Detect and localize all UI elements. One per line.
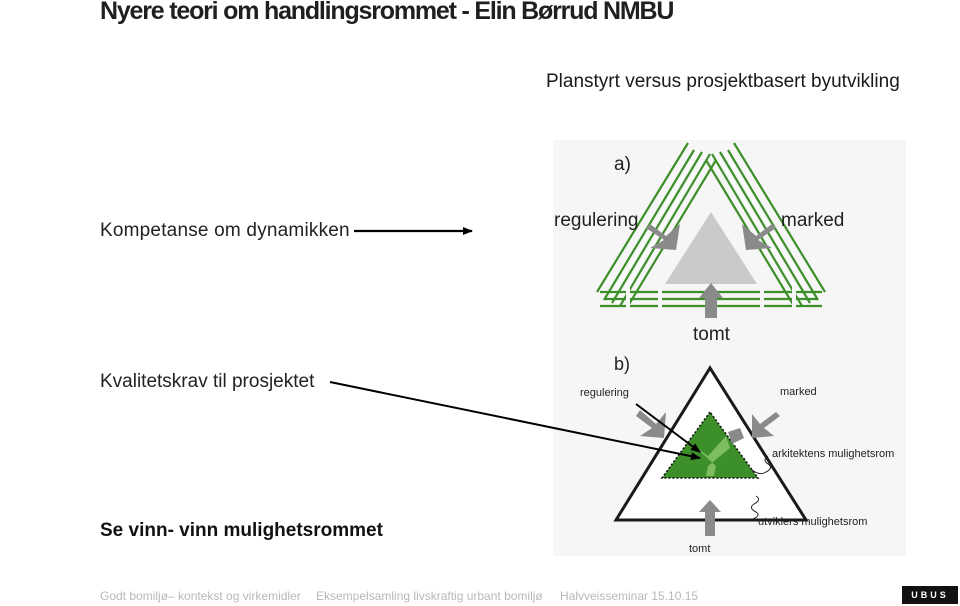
diagram-b-developer: utviklers mulighetsrom xyxy=(758,516,867,528)
diagram-a-tag: a) xyxy=(614,154,631,175)
page-subtitle: Planstyrt versus prosjektbasert byutvikl… xyxy=(546,71,900,92)
arrow-marked-a xyxy=(742,224,776,250)
arrow-marked-b xyxy=(752,412,780,438)
arrow-tomt-b xyxy=(699,500,721,536)
arrow-regulering-a xyxy=(646,224,680,250)
pointer-developer xyxy=(749,495,760,521)
green-triangle-b xyxy=(660,410,760,479)
diagram-a-tomt: tomt xyxy=(693,324,731,345)
label-dynamics: Kompetanse om dynamikken xyxy=(100,220,350,241)
center-triangle-a xyxy=(665,212,757,284)
arrow-inner-b xyxy=(728,428,744,444)
diagram-a-marked: marked xyxy=(781,210,844,231)
arrow-quality-short xyxy=(635,403,701,453)
label-quality: Kvalitetskrav til prosjektet xyxy=(100,371,315,392)
diagram-b-marked: marked xyxy=(780,386,817,398)
diagram-b-architect: arkitektens mulighetsrom xyxy=(772,448,894,460)
arrow-regulering-b xyxy=(636,410,666,438)
pointer-architect xyxy=(751,455,772,475)
diagram-a: a) regulering marked tomt xyxy=(554,142,844,345)
page-title: Nyere teori om handlingsrommet - Elin Bø… xyxy=(100,0,674,25)
diagram-b-regulering: regulering xyxy=(580,387,629,399)
footer-item-1: Godt bomiljø– kontekst og virkemidler xyxy=(100,589,301,603)
label-winwin: Se vinn- vinn mulighetsrommet xyxy=(100,520,383,541)
diagram-b-tag: b) xyxy=(614,354,630,374)
arrow-quality-long xyxy=(329,381,701,461)
green-highlight-b xyxy=(692,436,730,476)
ubus-logo: UBUS xyxy=(902,586,958,604)
diagram-b: b) regulering marked arkitektens mulighe… xyxy=(580,354,894,555)
footer-item-2: Eksempelsamling livskraftig urbant bomil… xyxy=(316,589,543,603)
arrow-tomt-a xyxy=(699,283,723,318)
footer: Godt bomiljø– kontekst og virkemidler Ek… xyxy=(0,586,960,606)
hatch-bottom-gaps xyxy=(626,286,796,310)
diagram-a-regulering: regulering xyxy=(554,210,639,231)
footer-item-3: Halvveisseminar 15.10.15 xyxy=(560,589,699,603)
diagram-b-tomt: tomt xyxy=(689,543,710,555)
